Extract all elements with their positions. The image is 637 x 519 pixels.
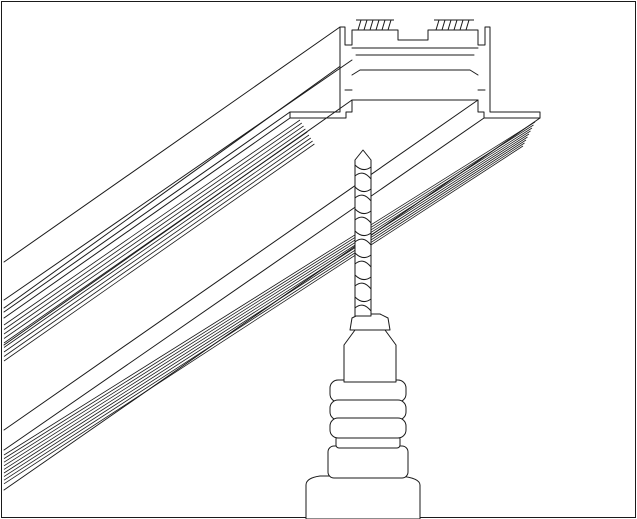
groove-line xyxy=(3,119,301,326)
drill-flute xyxy=(354,252,372,268)
drill-flute xyxy=(354,230,372,246)
drill-flute xyxy=(354,164,372,180)
groove-line xyxy=(3,127,533,463)
groove-line xyxy=(3,140,313,357)
drill-bit-icon xyxy=(354,149,372,317)
groove-line xyxy=(3,121,536,456)
groove-line xyxy=(3,130,531,467)
groove-line xyxy=(3,124,534,459)
groove-line xyxy=(3,133,530,470)
profile-fin xyxy=(465,19,470,31)
profile-fin xyxy=(441,19,446,31)
drill-flute xyxy=(354,296,372,312)
profile-fin xyxy=(375,19,380,31)
groove-line xyxy=(3,145,524,485)
groove-line xyxy=(3,142,525,481)
profile-fin xyxy=(381,19,386,31)
profile-fin xyxy=(357,19,362,31)
profile-fin xyxy=(447,19,452,31)
drill-chuck-icon xyxy=(305,313,421,519)
profile-fin xyxy=(387,19,392,31)
groove-line xyxy=(3,134,310,348)
profile-fin xyxy=(459,19,464,31)
profile-fin xyxy=(369,19,374,31)
groove-line xyxy=(3,137,312,353)
groove-line xyxy=(3,136,528,474)
groove-line xyxy=(3,128,306,339)
groove-line xyxy=(3,122,303,330)
drill-flute xyxy=(354,274,372,290)
groove-line xyxy=(3,139,527,477)
groove-line xyxy=(3,143,315,362)
profile-fin xyxy=(453,19,458,31)
groove-line xyxy=(3,131,308,344)
groove-line xyxy=(3,125,304,335)
profile-fin xyxy=(435,19,440,31)
aluminium-profile-icon xyxy=(3,19,541,491)
drill-flute xyxy=(354,208,372,224)
profile-fin xyxy=(363,19,368,31)
drill-flute xyxy=(354,186,372,202)
